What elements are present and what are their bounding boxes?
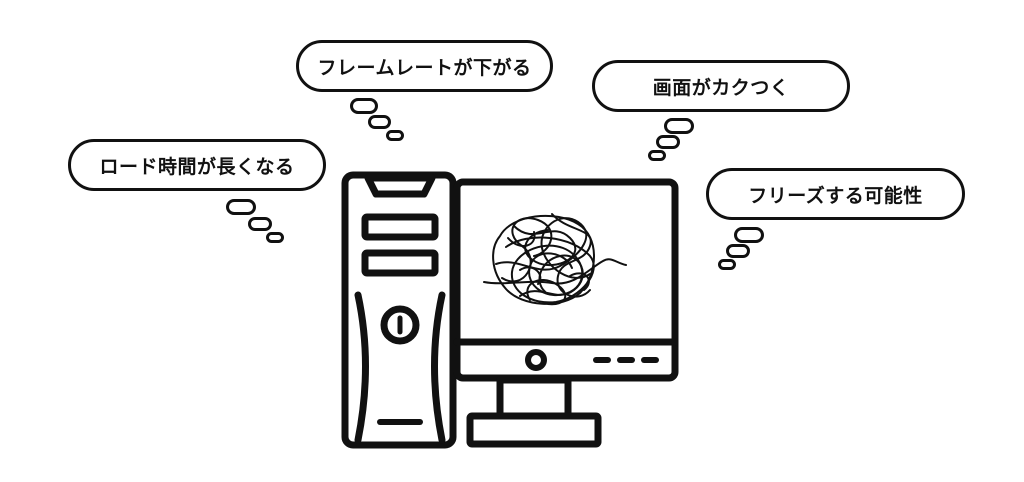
thought-text-frame-rate: フレームレートが下がる bbox=[317, 56, 532, 79]
thought-text-stutter: 画面がカクつく bbox=[652, 76, 790, 99]
thought-trail-puff bbox=[266, 232, 284, 243]
monitor-frame bbox=[453, 178, 679, 382]
pc-tower-top-vent bbox=[364, 174, 436, 198]
tangled-scribble-icon bbox=[483, 213, 627, 306]
thought-bubble-freeze: フリーズする可能性 bbox=[706, 168, 965, 220]
drive-bay-lower bbox=[361, 249, 439, 277]
power-button-ring bbox=[380, 305, 420, 345]
thought-bubble-frame-rate: フレームレートが下がる bbox=[296, 40, 553, 92]
tower-front-panel bbox=[354, 291, 446, 444]
drive-bay-upper bbox=[361, 213, 439, 241]
thought-trail-puff bbox=[648, 150, 666, 161]
thought-trail-puff bbox=[368, 115, 391, 129]
thought-text-load-time: ロード時間が長くなる bbox=[99, 155, 295, 178]
monitor-power-button bbox=[525, 349, 547, 371]
monitor-stand-base bbox=[466, 412, 602, 448]
thought-trail-puff bbox=[726, 244, 750, 258]
thought-trail-puff bbox=[386, 130, 404, 141]
thought-trail-puff bbox=[656, 135, 680, 149]
thought-trail-puff bbox=[350, 98, 378, 114]
thought-trail-puff bbox=[718, 259, 736, 270]
monitor-stand-neck bbox=[496, 376, 572, 420]
thought-bubble-load-time: ロード時間が長くなる bbox=[68, 139, 326, 191]
thought-bubble-stutter: 画面がカクつく bbox=[592, 60, 850, 112]
thought-text-freeze: フリーズする可能性 bbox=[748, 184, 923, 207]
thought-trail-puff bbox=[226, 199, 256, 215]
thought-trail-puff bbox=[734, 227, 764, 243]
thought-trail-puff bbox=[248, 217, 272, 231]
thought-trail-puff bbox=[664, 118, 694, 134]
